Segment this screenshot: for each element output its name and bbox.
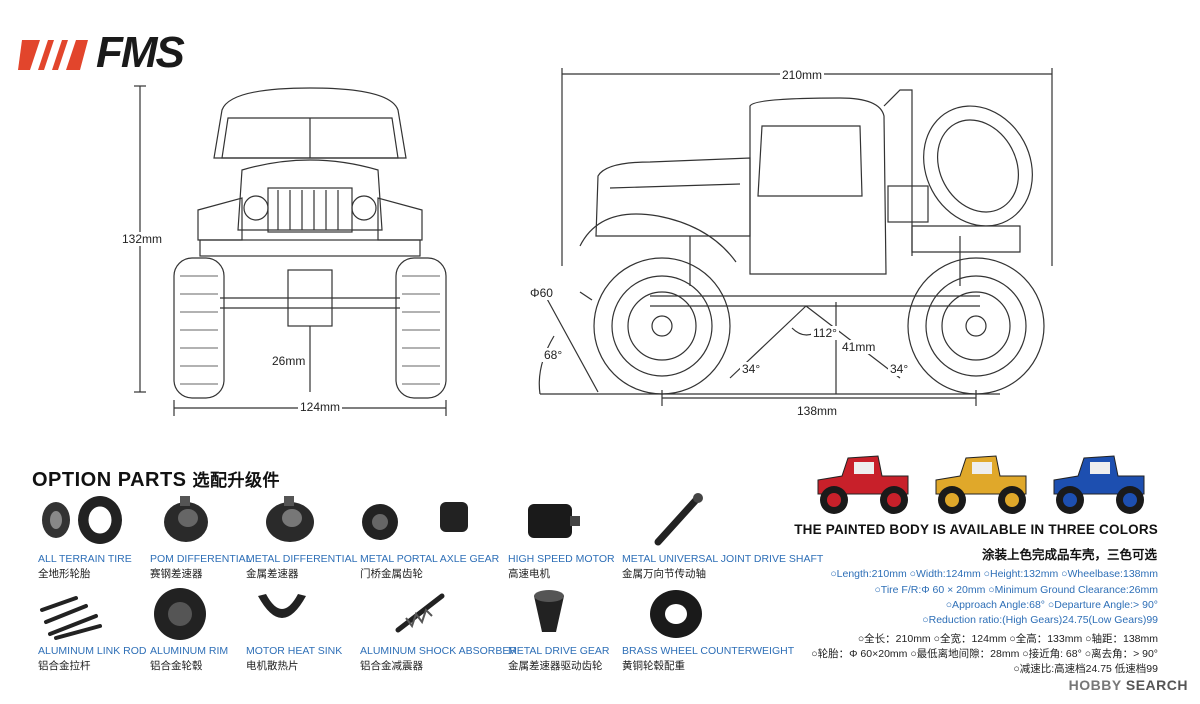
- part-label-zh: 黄铜轮毂配重: [622, 660, 685, 672]
- metal-differential-icon: [266, 496, 314, 542]
- part-high-speed-motor: HIGH SPEED MOTOR 高速电机: [508, 553, 615, 581]
- part-metal-drive-gear: METAL DRIVE GEAR 金属差速器驱动齿轮: [508, 645, 610, 673]
- spec-line-zh-3: ○减速比:高速档24.75 低速档99: [1013, 663, 1158, 675]
- part-label-zh: 铝合金轮毂: [150, 660, 203, 672]
- metal-drive-gear-icon: [534, 590, 564, 632]
- aluminum-shock-absorber-icon: [395, 593, 445, 633]
- front-view-drawing: [134, 85, 447, 416]
- part-label-en: ALL TERRAIN TIRE: [38, 553, 132, 565]
- part-label-en: ALUMINUM RIM: [150, 645, 229, 657]
- part-brass-wheel-counterweight: BRASS WHEEL COUNTERWEIGHT 黄铜轮毂配重: [622, 645, 794, 673]
- part-universal-joint-drive-shaft: METAL UNIVERSAL JOINT DRIVE SHAFT 金属万向节传动…: [622, 553, 823, 581]
- side-view-drawing: [538, 68, 1053, 406]
- part-label-en: METAL UNIVERSAL JOINT DRIVE SHAFT: [622, 553, 824, 565]
- metal-portal-axle-gear-icon: [362, 502, 468, 540]
- high-speed-motor-icon: [528, 504, 580, 538]
- tire-diameter-label: Φ60: [528, 286, 555, 300]
- part-aluminum-shock-absorber: ALUMINUM SHOCK ABSORBER 铝合金减震器: [360, 645, 517, 673]
- part-label-en: METAL DRIVE GEAR: [508, 645, 610, 657]
- part-label-zh: 铝合金减震器: [360, 660, 423, 672]
- truck-blue-icon: [1053, 455, 1145, 514]
- wheelbase-label: 138mm: [795, 404, 840, 418]
- breakover-angle-label: 112°: [811, 326, 839, 340]
- option-parts-title-cn: 选配升级件: [192, 471, 281, 490]
- part-label-zh: 金属差速器驱动齿轮: [508, 660, 603, 672]
- part-label-zh: 全地形轮胎: [38, 568, 91, 580]
- part-label-zh: 铝合金拉杆: [38, 660, 91, 672]
- spec-line-zh-1: ○全长：210mm ○全宽：124mm ○全高：133mm ○轴距：138mm: [857, 633, 1158, 645]
- part-aluminum-link-rod: ALUMINUM LINK ROD 铝合金拉杆: [38, 645, 147, 673]
- part-label-en: ALUMINUM LINK ROD: [38, 645, 147, 657]
- part-pom-differential: POM DIFFERENTIAL 赛钢差速器: [150, 553, 252, 581]
- part-label-en: ALUMINUM SHOCK ABSORBER: [360, 645, 517, 657]
- watermark-prefix: HOBBY: [1068, 677, 1122, 693]
- part-label-en: MOTOR HEAT SINK: [246, 645, 343, 657]
- fms-logo-stripes: [18, 40, 88, 70]
- part-label-zh: 赛钢差速器: [150, 568, 203, 580]
- part-label-en: POM DIFFERENTIAL: [150, 553, 252, 565]
- motor-heat-sink-icon: [258, 594, 306, 618]
- part-label-zh: 电机散热片: [246, 660, 299, 672]
- part-label-en: HIGH SPEED MOTOR: [508, 553, 615, 565]
- fms-logo: FMS: [18, 28, 238, 77]
- approach-angle-label: 68°: [542, 348, 565, 362]
- hobbysearch-watermark: HOBBY SEARCH: [1069, 677, 1188, 693]
- watermark-suffix: SEARCH: [1125, 677, 1188, 693]
- spec-line-en-4: ○Reduction ratio:(High Gears)24.75(Low G…: [922, 614, 1158, 626]
- part-motor-heat-sink: MOTOR HEAT SINK 电机散热片: [246, 645, 342, 673]
- part-label-zh: 金属万向节传动轴: [622, 568, 706, 580]
- spec-line-en-2: ○Tire F/R:Φ 60 × 20mm ○Minimum Ground Cl…: [874, 584, 1158, 596]
- aluminum-rim-icon: [154, 588, 206, 640]
- truck-yellow-icon: [935, 455, 1027, 514]
- part-all-terrain-tire: ALL TERRAIN TIRE 全地形轮胎: [38, 553, 132, 581]
- truck-red-icon: [817, 455, 909, 514]
- painted-body-subtitle: 涂装上色完成品车壳，三色可选: [981, 548, 1157, 562]
- universal-joint-drive-shaft-icon: [654, 493, 703, 546]
- brass-wheel-counterweight-icon: [650, 590, 702, 638]
- departure-angle-left-label: 34°: [740, 362, 763, 376]
- front-clearance-label: 26mm: [270, 354, 308, 368]
- aluminum-link-rod-icon: [40, 596, 102, 640]
- all-terrain-tire-icon: [42, 496, 122, 544]
- spec-line-en-3: ○Approach Angle:68° ○Departure Angle:> 9…: [945, 599, 1158, 611]
- part-label-en: METAL DIFFERENTIAL: [246, 553, 358, 565]
- side-length-label: 210mm: [780, 68, 825, 82]
- part-metal-differential: METAL DIFFERENTIAL 金属差速器: [246, 553, 357, 581]
- painted-body-title: THE PAINTED BODY IS AVAILABLE IN THREE C…: [794, 522, 1158, 537]
- front-height-label: 132mm: [120, 232, 165, 246]
- part-label-en: METAL PORTAL AXLE GEAR: [360, 553, 500, 565]
- part-label-zh: 高速电机: [508, 568, 550, 580]
- part-label-zh: 门桥金属齿轮: [360, 568, 423, 580]
- front-width-label: 124mm: [298, 400, 343, 414]
- departure-angle-right-label: 34°: [888, 362, 911, 376]
- spec-line-en-1: ○Length:210mm ○Width:124mm ○Height:132mm…: [830, 568, 1158, 580]
- part-metal-portal-axle-gear: METAL PORTAL AXLE GEAR 门桥金属齿轮: [360, 553, 499, 581]
- option-parts-heading: OPTION PARTS 选配升级件: [32, 466, 280, 492]
- option-parts-title: OPTION PARTS: [32, 469, 187, 491]
- part-aluminum-rim: ALUMINUM RIM 铝合金轮毂: [150, 645, 228, 673]
- part-label-zh: 金属差速器: [246, 568, 299, 580]
- part-label-en: BRASS WHEEL COUNTERWEIGHT: [622, 645, 795, 657]
- side-clearance-label: 41mm: [840, 340, 878, 354]
- painted-body-trucks: [817, 455, 1145, 514]
- fms-logo-text: FMS: [96, 28, 185, 77]
- spec-line-zh-2: ○轮胎：Φ 60×20mm ○最低离地间隙：28mm ○接近角: 68° ○离去…: [811, 648, 1158, 660]
- pom-differential-icon: [164, 496, 208, 542]
